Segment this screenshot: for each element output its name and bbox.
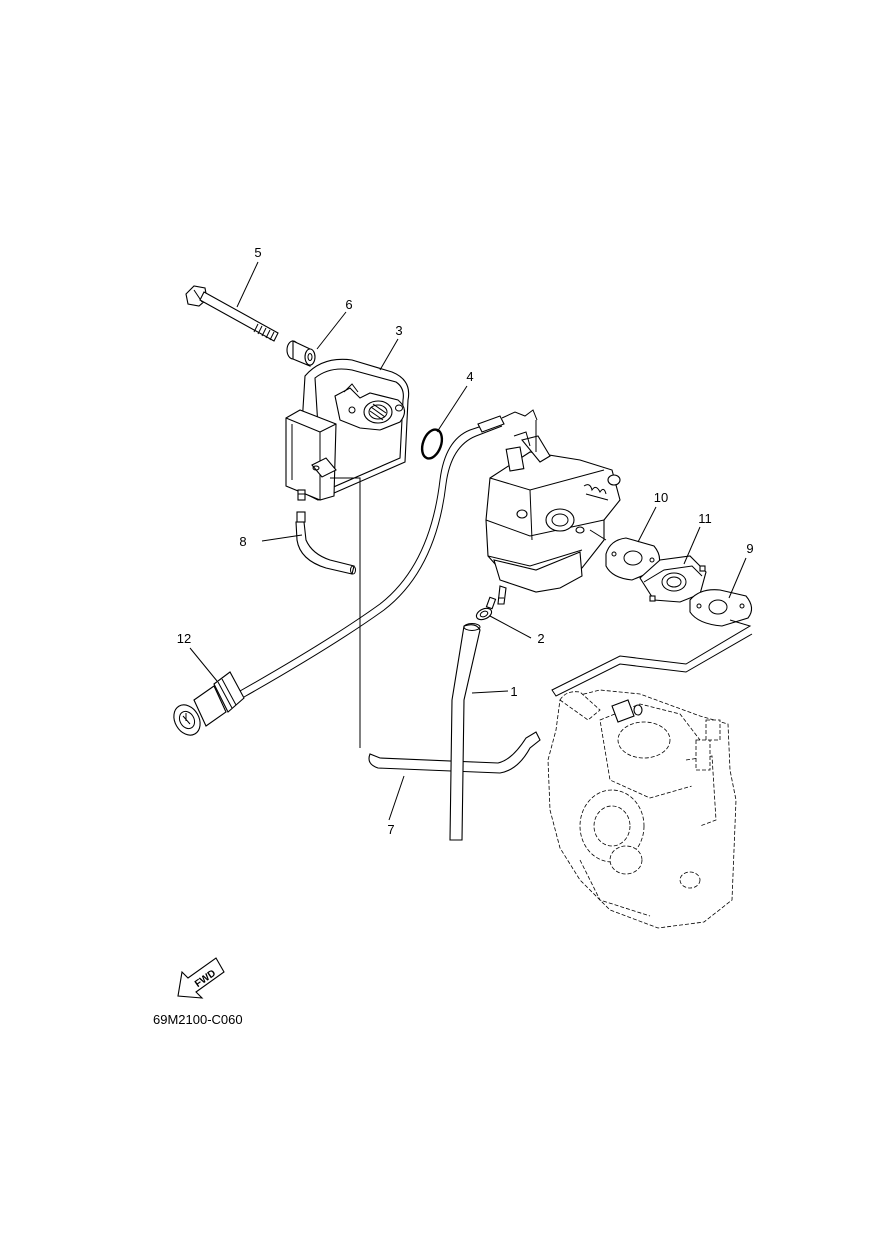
collar-part-6 bbox=[286, 340, 316, 367]
fuel-hose-part-1 bbox=[449, 623, 481, 841]
callout-labels: 5 6 3 4 10 11 9 8 2 12 1 7 bbox=[177, 245, 754, 837]
callout-9: 9 bbox=[746, 541, 753, 556]
fuel-hose-part-7 bbox=[330, 477, 541, 774]
drawing-code: 69M2100-C060 bbox=[153, 1012, 243, 1027]
callout-7: 7 bbox=[387, 822, 394, 837]
o-ring-part-4 bbox=[420, 428, 444, 460]
filter-assembly-part-3 bbox=[285, 358, 410, 501]
choke-cable-part-12 bbox=[173, 409, 538, 736]
gasket-part-10 bbox=[605, 537, 661, 581]
leader-lines bbox=[189, 261, 747, 821]
carburetor bbox=[485, 420, 621, 605]
bolt-part-5 bbox=[185, 285, 279, 342]
cylinder-block-ghost bbox=[547, 619, 753, 929]
fwd-arrow-icon: FWD bbox=[177, 957, 225, 999]
callout-2: 2 bbox=[537, 631, 544, 646]
callout-5: 5 bbox=[254, 245, 261, 260]
callout-6: 6 bbox=[345, 297, 352, 312]
callout-12: 12 bbox=[177, 631, 191, 646]
callout-1: 1 bbox=[510, 684, 517, 699]
insulator-part-11 bbox=[639, 555, 707, 603]
callout-3: 3 bbox=[395, 323, 402, 338]
callout-10: 10 bbox=[654, 490, 668, 505]
callout-11: 11 bbox=[698, 511, 712, 526]
gasket-part-9 bbox=[689, 589, 753, 627]
hose-part-8 bbox=[295, 511, 356, 575]
clip-part-2 bbox=[475, 596, 497, 621]
callout-4: 4 bbox=[466, 369, 473, 384]
callout-8: 8 bbox=[239, 534, 246, 549]
